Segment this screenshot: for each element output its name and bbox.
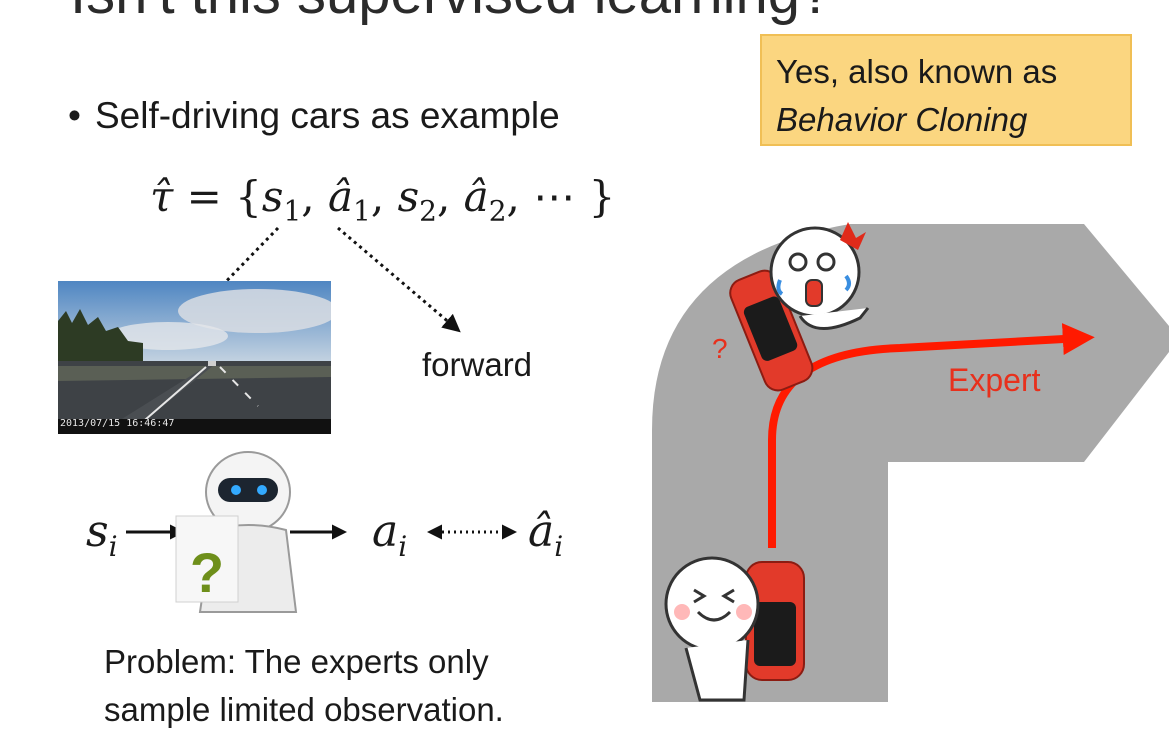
expert-label: Expert	[948, 362, 1040, 399]
road-question-mark: ?	[712, 333, 728, 365]
